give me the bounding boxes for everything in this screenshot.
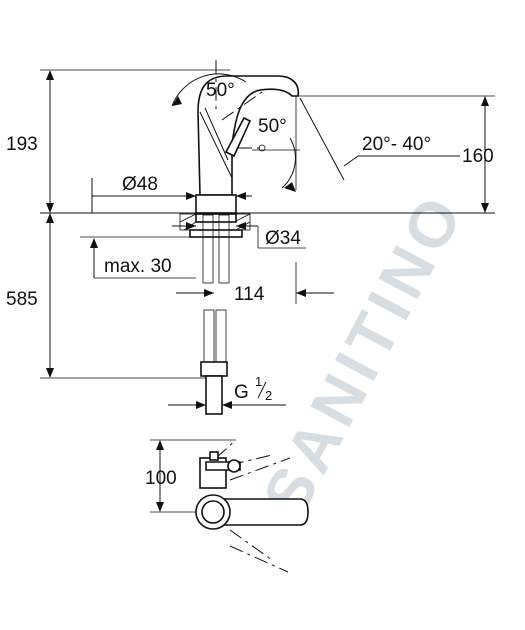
rotation-range-label: 20°- 40° [362, 134, 431, 155]
thread-numerator: 1 [255, 374, 262, 389]
dimension-total-height: 193 [6, 69, 230, 214]
mounting-assembly [179, 213, 251, 415]
dimension-deck-thickness: max. 30 [80, 236, 196, 279]
dimension-hole-diameter: Ø34 [172, 222, 306, 249]
dimension-base-diameter: Ø48 [91, 174, 252, 213]
hose-length-label: 585 [6, 289, 38, 310]
lever-angle-label: 50° [258, 116, 287, 137]
top-view-depth-label: 100 [145, 468, 177, 489]
thread-label: G [234, 382, 249, 403]
spout-angle-label: 50° [206, 80, 235, 101]
hose-offset-label: 114 [234, 284, 265, 305]
faucet-top-view [195, 439, 309, 573]
dimension-hose-offset: 114 [176, 262, 334, 305]
hole-diameter-label: Ø34 [265, 228, 301, 249]
thread-denominator: 2 [265, 388, 272, 403]
outlet-height-label: 160 [462, 146, 494, 167]
dimension-top-view-depth: 100 [145, 439, 236, 513]
dimension-outlet-height: 160 [240, 95, 495, 214]
dimension-lever-angle: 50° [252, 116, 300, 192]
faucet-side-view [195, 60, 300, 214]
dimension-thread: G 1 2 [168, 374, 286, 409]
deck-thickness-label: max. 30 [104, 256, 172, 277]
total-height-label: 193 [6, 134, 38, 155]
dimension-spout-angle: 50° [171, 73, 247, 107]
dimension-rotation-range: 20°- 40° [295, 96, 460, 190]
dimension-hose-length: 585 [6, 213, 206, 379]
base-diameter-label: Ø48 [122, 174, 158, 195]
